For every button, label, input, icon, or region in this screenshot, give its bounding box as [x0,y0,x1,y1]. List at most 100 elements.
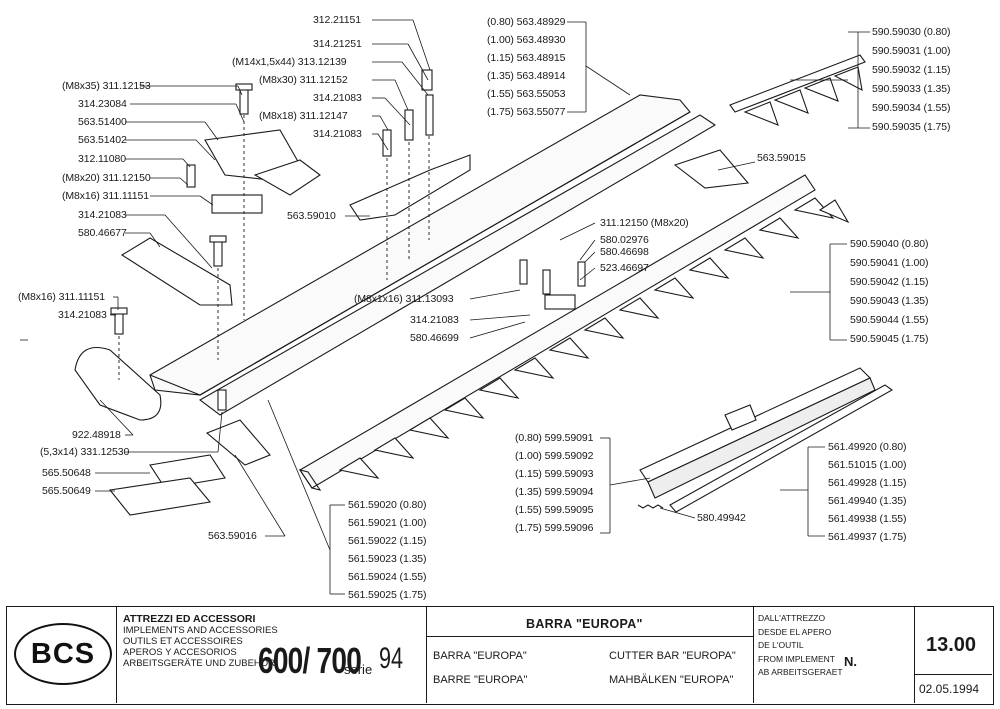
part-label: (M8x20) 311.12150 [62,172,151,184]
page-date: 02.05.1994 [919,682,980,696]
section-label: 590.59031 (1.00) [872,45,951,57]
section-label: (0.80) 599.59091 [515,432,594,444]
divider [914,606,915,703]
part-label: 580.46699 [410,332,459,344]
shoe-922-48918 [74,346,162,421]
part-label: 580.46698 [600,246,649,258]
part-label: 565.50649 [42,485,91,497]
from-line: DALL'ATTREZZO [758,613,826,623]
section-label: (1.55) 599.59095 [515,504,594,516]
section-label: (1.15) 599.59093 [515,468,594,480]
model-number: 600/ 700 [258,640,362,681]
barra-it: BARRA "EUROPA" [433,650,527,662]
part-label: 563.59015 [757,152,806,164]
section-label: (1.35) 563.48914 [487,70,566,82]
section-label: 590.59041 (1.00) [850,257,929,269]
section-label: 590.59042 (1.15) [850,276,929,288]
section-label: (1.00) 599.59092 [515,450,594,462]
knife-sections-row [338,197,850,479]
divider [116,606,117,703]
heading-line: IMPLEMENTS AND ACCESSORIES [123,625,278,636]
divider [426,636,753,637]
part-label: 314.21083 [410,314,459,326]
implements-heading-block: ATTREZZI ED ACCESSORI IMPLEMENTS AND ACC… [123,614,278,670]
section-label: 590.59033 (1.35) [872,83,951,95]
plate-565-50648 [149,454,226,489]
part-label: (M14x1,5x44) 313.12139 [232,56,347,68]
section-label: (1.00) 563.48930 [487,34,566,46]
section-label: (1.55) 563.55053 [487,88,566,100]
serie-word: serie [344,662,373,677]
n-label: N. [844,654,857,669]
section-label: 561.49928 (1.15) [828,477,907,489]
part-label: (M8x16) 311.11151 [62,190,150,202]
section-label: 561.49940 (1.35) [828,495,907,507]
part-label: 314.21083 [78,209,127,221]
plate-565-50649 [108,477,212,516]
part-label: 314.21083 [313,128,362,140]
section-label: (1.15) 563.48915 [487,52,566,64]
section-label: (1.75) 563.55077 [487,106,566,118]
from-line: FROM IMPLEMENT [758,653,835,664]
divider [914,674,992,675]
section-label: 590.59034 (1.55) [872,102,951,114]
section-label: 561.59022 (1.15) [348,535,427,547]
part-label: 312.21151 [313,14,361,26]
barra-title: BARRA "EUROPA" [526,617,643,631]
heading-line: APEROS Y ACCESORIOS [123,647,237,658]
section-label: 561.49920 (0.80) [828,441,907,453]
part-label: 580.49942 [697,512,746,524]
section-label: 561.59023 (1.35) [348,553,427,565]
section-label: 561.49937 (1.75) [828,531,907,543]
part-label: (M8x1x16) 311.13093 [354,293,454,305]
divider [426,606,427,703]
divider [753,606,754,703]
section-label: 561.51015 (1.00) [828,459,907,471]
part-label: (M8x16) 311.11151 [18,291,106,303]
knife-back-bar [198,114,717,416]
cutter-bar-exploded-drawing [20,19,894,595]
section-label: 561.59021 (1.00) [348,517,427,529]
part-label: 563.51400 [78,116,127,128]
hardware-bolts [110,69,586,411]
part-label: (M8x35) 311.12153 [62,80,151,92]
logo-text: BCS [30,637,96,670]
part-label: 314.23084 [78,98,127,110]
from-implement-block: DALL'ATTREZZO DESDE EL APERO DE L'OUTIL … [758,612,843,680]
part-label: (M8x18) 311.12147 [259,110,348,122]
serie-number: 94 [379,642,404,675]
title-block: BCS ATTREZZI ED ACCESSORI IMPLEMENTS AND… [6,606,995,706]
part-label: 580.02976 [600,234,649,246]
title-block-frame [6,606,994,705]
part-label: 523.46697 [600,262,649,274]
section-label: 561.49938 (1.55) [828,513,907,525]
section-label: 561.59025 (1.75) [348,589,427,601]
section-label: 590.59035 (1.75) [872,121,951,133]
section-label: (1.75) 599.59096 [515,522,594,534]
from-line: AB ARBEITSGERAET [758,667,843,677]
back-rod-561 [669,384,894,513]
part-label: 312.11080 [78,153,126,165]
part-label: 563.59016 [208,530,257,542]
section-label: 590.59045 (1.75) [850,333,929,345]
section-label: 590.59032 (1.15) [872,64,951,76]
part-label: 314.21251 [313,38,362,50]
spring-580-49942 [637,504,664,509]
barra-en: CUTTER BAR "EUROPA" [609,650,736,662]
part-label: 565.50648 [42,467,91,479]
section-label: 590.59043 (1.35) [850,295,929,307]
part-label: 922.48918 [72,429,121,441]
part-label: 314.21083 [313,92,362,104]
part-label: 563.59010 [287,210,336,222]
part-label: 314.21083 [58,309,107,321]
from-line: DESDE EL APERO [758,626,832,637]
part-label: (M8x30) 311.12152 [259,74,348,86]
section-label: 561.59024 (1.55) [348,571,427,583]
section-label: 590.59040 (0.80) [850,238,929,250]
heading-line: ARBEITSGERÄTE UND ZUBEHÖR [123,658,276,669]
plate-563-59016 [205,419,271,466]
heading-line: OUTILS ET ACCESSOIRES [123,636,243,647]
section-label: (1.35) 599.59094 [515,486,594,498]
part-label: (5,3x14) 331.12530 [40,446,130,458]
